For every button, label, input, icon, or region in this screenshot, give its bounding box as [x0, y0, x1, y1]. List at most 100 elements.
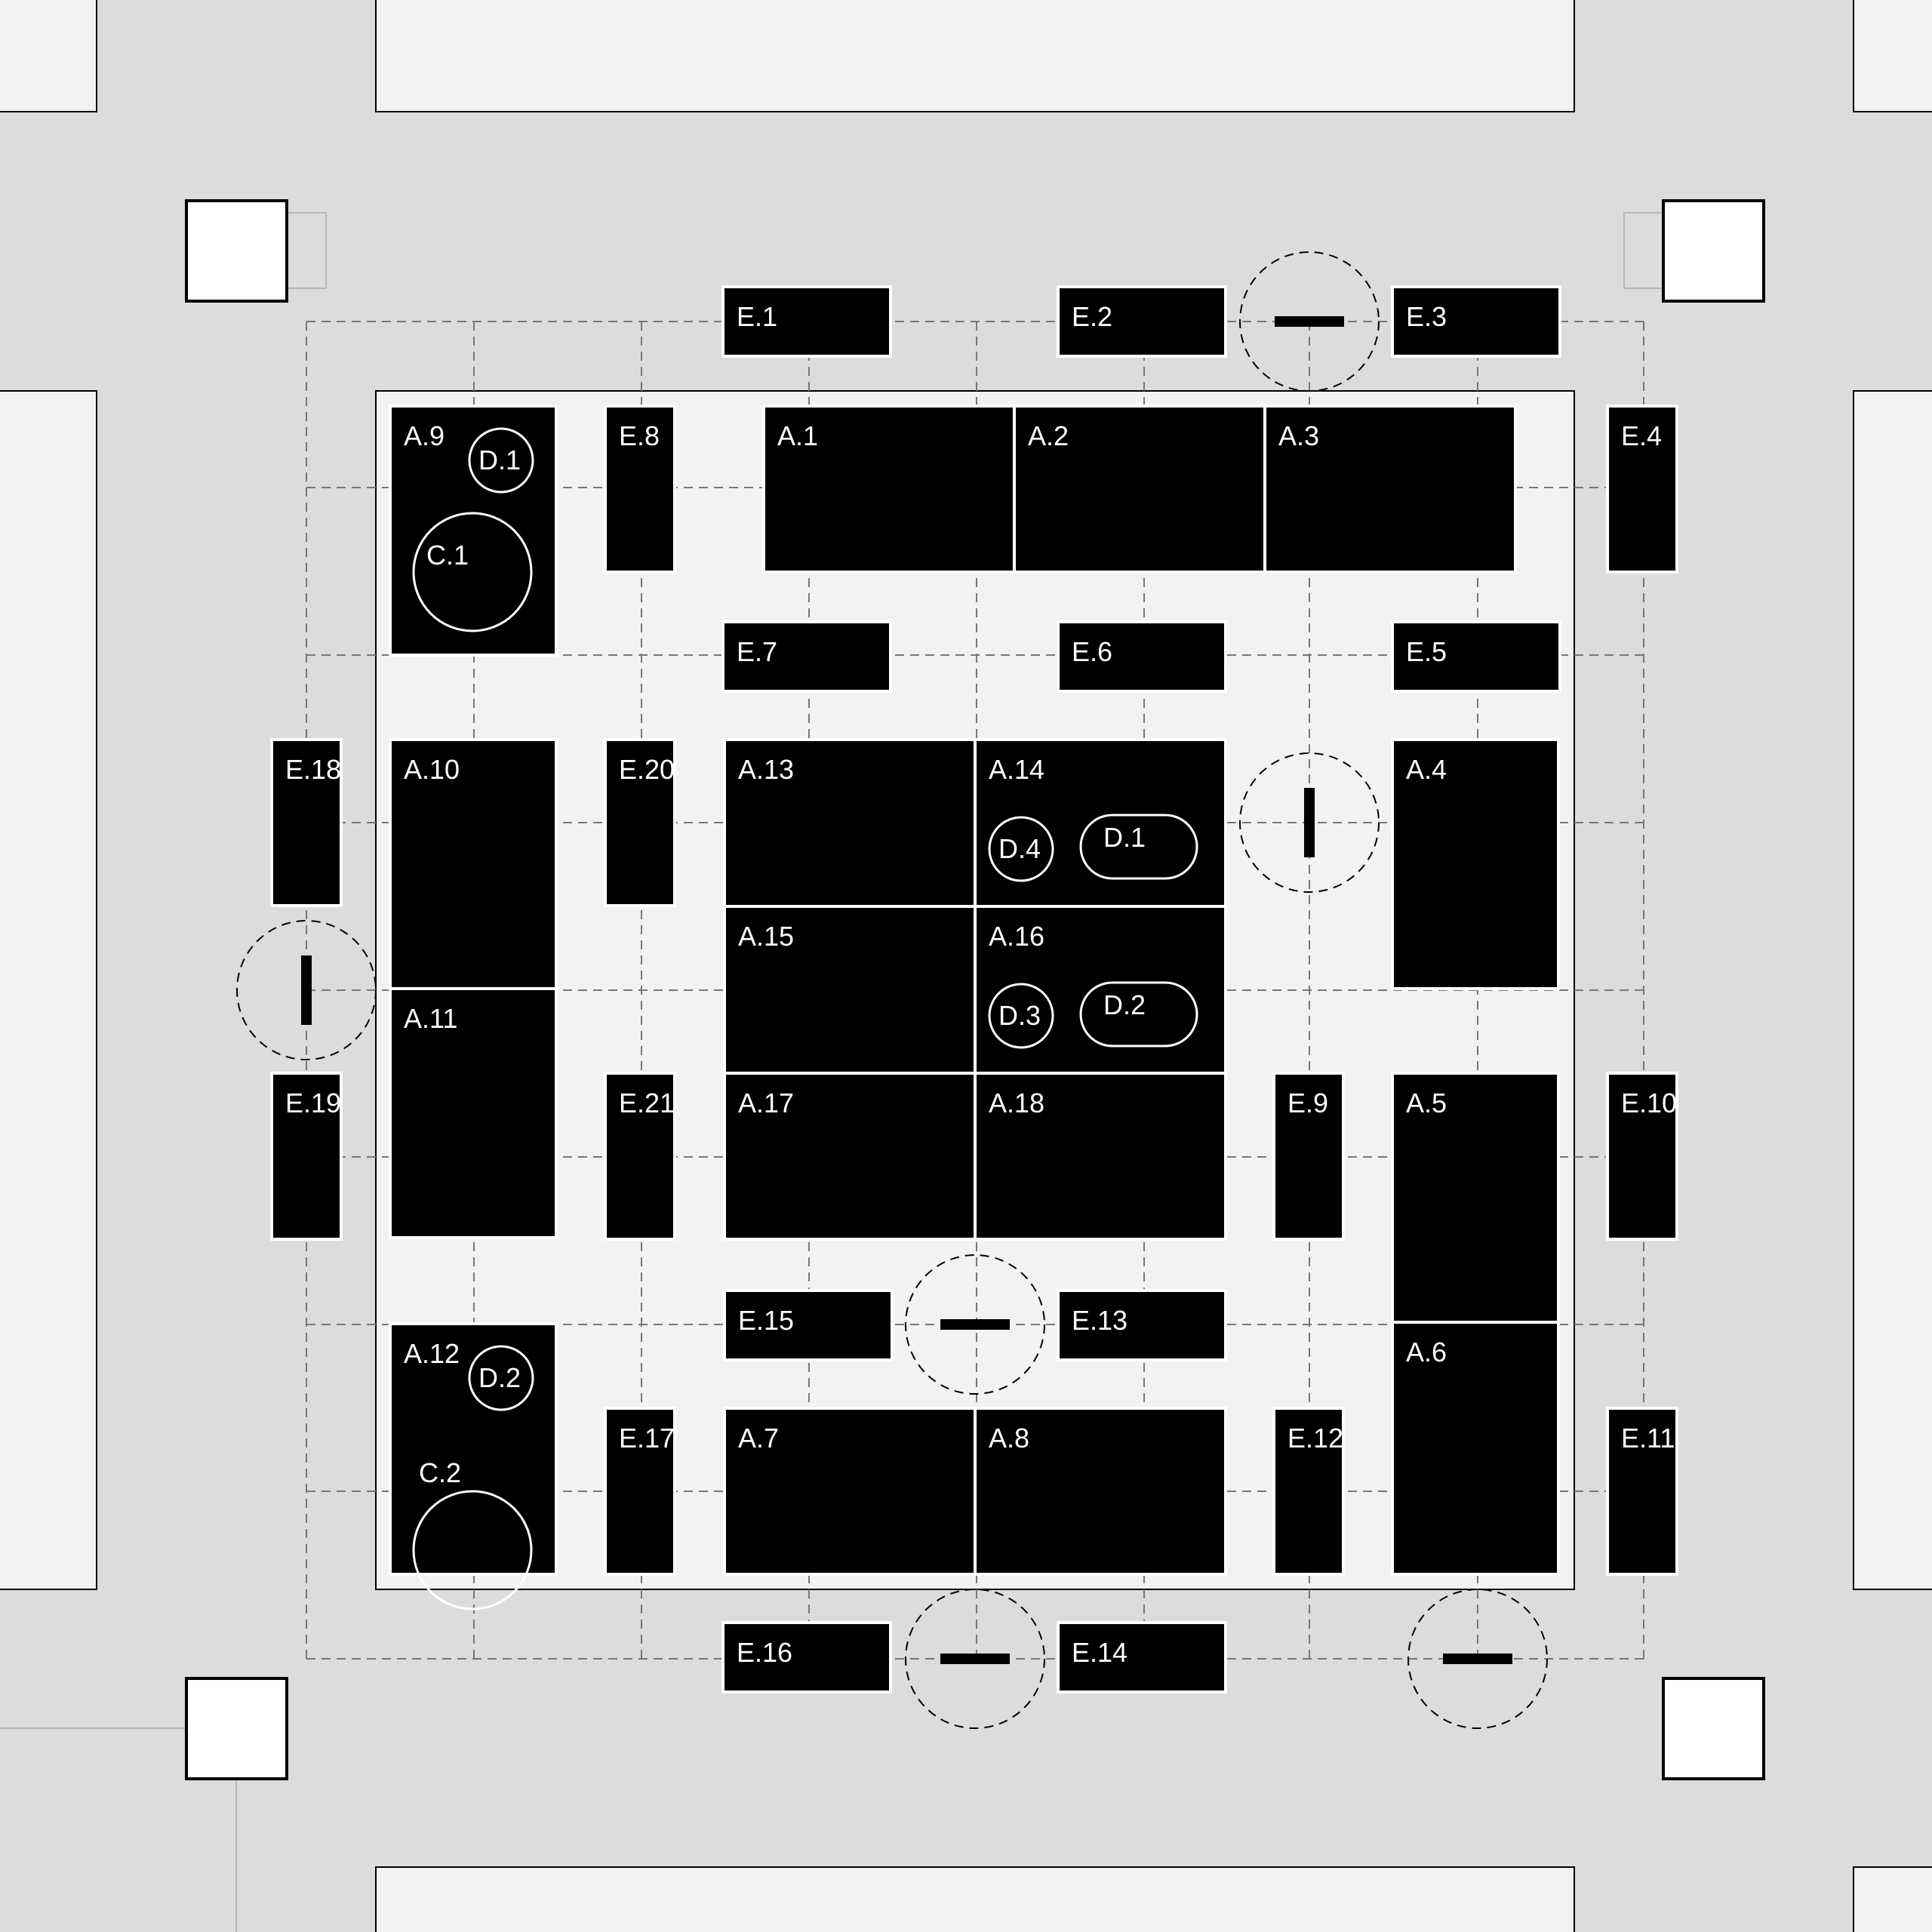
block-e12-shape [1272, 1407, 1345, 1576]
block-e17: E.17 [604, 1407, 676, 1576]
block-e12: E.12 [1272, 1407, 1345, 1576]
marker-circle [1407, 1589, 1548, 1729]
block-a18-label: A.18 [989, 1088, 1044, 1118]
block-e8-shape [604, 405, 676, 574]
block-a5-shape [1391, 1072, 1560, 1324]
block-a12-label: A.12 [404, 1338, 460, 1369]
corner-square-top-left [185, 199, 288, 303]
block-a4: A.4 [1391, 738, 1560, 990]
marker-bar-horizontal [940, 1654, 1010, 1664]
marker-6 [1407, 1589, 1548, 1729]
circle-c2-label: C.2 [419, 1457, 461, 1488]
block-e16: E.16 [721, 1621, 892, 1694]
circle-d1-a9: D.1 [468, 427, 534, 494]
block-e8: E.8 [604, 405, 676, 574]
block-e17-label: E.17 [619, 1423, 675, 1454]
block-e9: E.9 [1272, 1072, 1345, 1241]
block-a7: A.7 [723, 1407, 977, 1576]
circle-d1_a9-shape [468, 427, 534, 494]
block-a4-label: A.4 [1406, 754, 1447, 785]
block-e2: E.2 [1057, 285, 1227, 358]
corner-square-top-right [1662, 199, 1765, 303]
block-e16-label: E.16 [737, 1637, 792, 1668]
circle-d4-shape [988, 816, 1054, 882]
block-a1-label: A.1 [777, 420, 818, 451]
block-e9-label: E.9 [1287, 1088, 1328, 1118]
block-e2-shape [1057, 285, 1227, 358]
marker-bar-vertical [301, 955, 312, 1025]
circle-d3: D.3 [988, 983, 1054, 1049]
block-e18: E.18 [270, 738, 343, 907]
marker-circle [905, 1254, 1045, 1395]
block-a2: A.2 [1013, 405, 1266, 574]
block-e4: E.4 [1606, 405, 1678, 574]
circle-d2-a12: D.2 [468, 1345, 534, 1411]
block-a6-shape [1391, 1321, 1560, 1576]
block-e18-shape [270, 738, 343, 907]
circle-c1-label: C.1 [426, 540, 469, 571]
circle-c1: C.1 [412, 512, 533, 632]
block-e20-label: E.20 [619, 754, 675, 785]
marker-bar-horizontal [1443, 1654, 1512, 1664]
block-e3-label: E.3 [1406, 301, 1447, 332]
circle-c2: C.2 [412, 1457, 533, 1611]
block-e19-label: E.19 [285, 1088, 341, 1118]
block-a18: A.18 [974, 1072, 1227, 1241]
block-e8-label: E.8 [619, 420, 660, 451]
circle-c1-shape [412, 512, 533, 632]
block-e14-shape [1057, 1621, 1227, 1694]
markers [236, 251, 1548, 1729]
marker-3 [236, 920, 377, 1060]
block-e19: E.19 [270, 1072, 343, 1241]
block-a8: A.8 [974, 1407, 1227, 1576]
block-a17: A.17 [723, 1072, 977, 1241]
block-e11: E.11 [1606, 1407, 1678, 1576]
block-a15-label: A.15 [738, 921, 794, 952]
marker-circle [905, 1589, 1045, 1729]
block-e21: E.21 [604, 1072, 676, 1241]
block-e1-label: E.1 [737, 301, 777, 332]
block-a8-label: A.8 [989, 1423, 1029, 1454]
block-a13-label: A.13 [738, 754, 794, 785]
block-e10: E.10 [1606, 1072, 1678, 1241]
block-e7-label: E.7 [737, 636, 777, 667]
circle-d2-label: D.2 [1103, 989, 1146, 1020]
block-e1: E.1 [721, 285, 892, 358]
block-a11-shape [389, 987, 558, 1239]
block-e21-shape [604, 1072, 676, 1241]
circle-d3-label: D.3 [998, 1000, 1041, 1031]
block-a14-shape [974, 738, 1227, 908]
block-a10-label: A.10 [404, 754, 460, 785]
marker-circle [1239, 752, 1380, 893]
block-e3: E.3 [1391, 285, 1561, 358]
marker-bar-horizontal [940, 1319, 1010, 1330]
circle-d3-shape [988, 983, 1054, 1049]
block-a4-shape [1391, 738, 1560, 990]
block-a2-label: A.2 [1028, 420, 1069, 451]
marker-2 [1239, 752, 1380, 893]
block-a1-shape [762, 405, 1016, 574]
block-e19-shape [270, 1072, 343, 1241]
block-a14-label: A.14 [989, 754, 1044, 785]
block-e6: E.6 [1057, 620, 1227, 693]
block-e4-label: E.4 [1621, 420, 1662, 451]
block-e14-label: E.14 [1072, 1637, 1128, 1668]
block-a16: A.16 [974, 905, 1227, 1075]
block-e7: E.7 [721, 620, 892, 693]
corner-square-bottom-right [1662, 1677, 1765, 1780]
block-e20: E.20 [604, 738, 676, 907]
block-e13: E.13 [1057, 1289, 1227, 1361]
block-e1-shape [721, 285, 892, 358]
block-e12-label: E.12 [1287, 1423, 1343, 1454]
block-a15: A.15 [723, 905, 977, 1075]
circle-d2_a12-label: D.2 [478, 1362, 521, 1393]
block-a8-shape [974, 1407, 1227, 1576]
marker-circle [236, 920, 377, 1060]
block-e11-shape [1606, 1407, 1678, 1576]
block-e9-shape [1272, 1072, 1345, 1241]
block-a13: A.13 [723, 738, 977, 908]
marker-circle [1239, 251, 1380, 392]
panel-bottom-center [375, 1866, 1575, 1932]
